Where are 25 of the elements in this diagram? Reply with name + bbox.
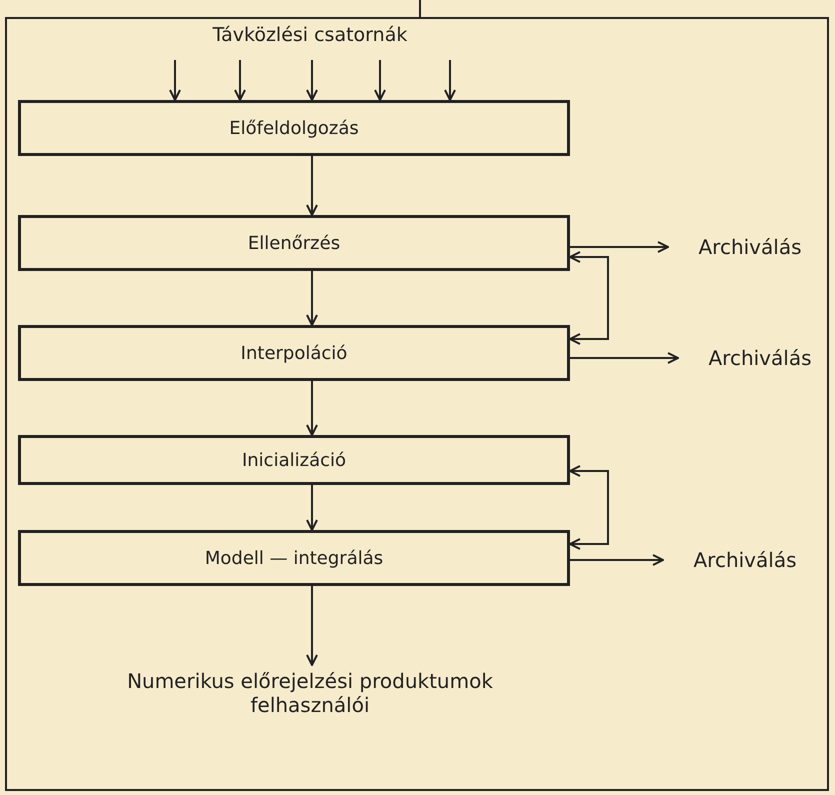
arrow	[570, 241, 669, 253]
arrow	[306, 271, 318, 326]
arrow	[169, 60, 181, 101]
node-text: Archiválás	[690, 343, 830, 373]
node-text: Numerikus előrejelzési produktumok felhasználói	[110, 665, 510, 721]
process-box: Interpoláció	[18, 325, 570, 381]
process-box: Ellenőrzés	[18, 215, 570, 271]
heading-text: Távközlési csatornák	[212, 24, 408, 46]
process-box: Előfeldolgozás	[18, 100, 570, 156]
node-text: Archiválás	[675, 545, 815, 575]
node-text: Archiválás	[680, 232, 820, 262]
arrow	[306, 381, 318, 436]
arrow	[570, 352, 679, 364]
arrow	[234, 60, 246, 101]
process-box: Modell — integrálás	[18, 530, 570, 586]
arrow	[306, 586, 318, 666]
arrow	[374, 60, 386, 101]
arrow	[569, 465, 609, 550]
arrow	[306, 60, 318, 101]
arrow	[306, 485, 318, 531]
arrow	[569, 251, 609, 345]
arrow	[306, 156, 318, 216]
arrow	[570, 554, 664, 566]
process-box: Inicializáció	[18, 435, 570, 485]
arrow	[444, 60, 456, 101]
